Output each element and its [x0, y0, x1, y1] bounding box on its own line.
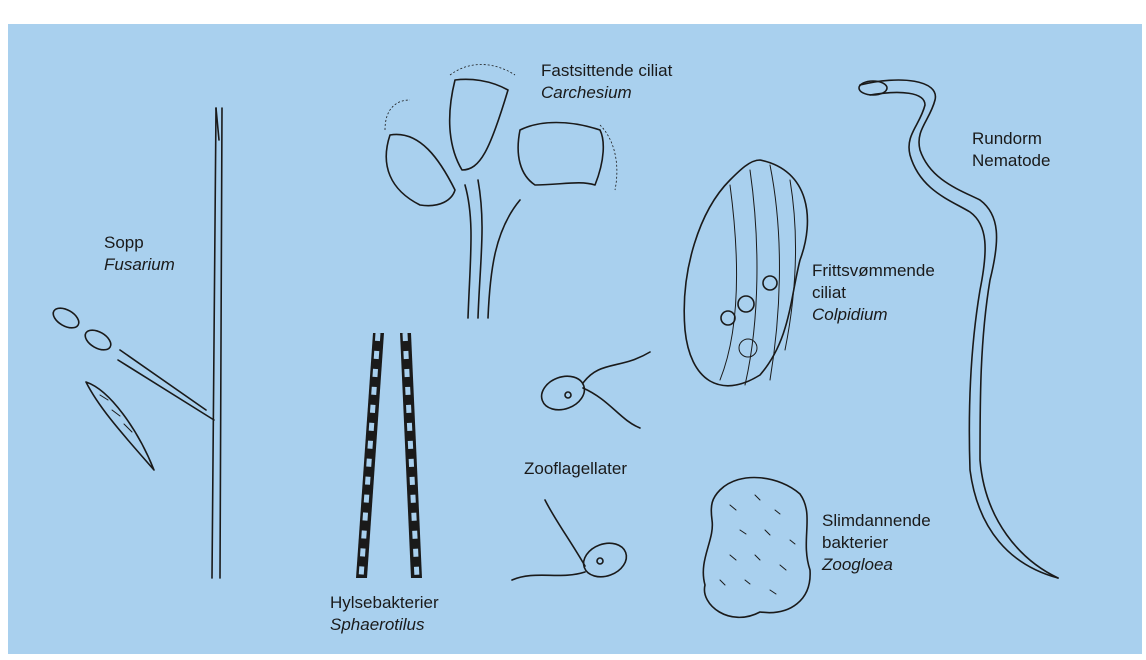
colpidium-scientific-name: Colpidium	[812, 304, 935, 326]
zooflagellate-label: Zooflagellater	[524, 458, 627, 480]
sphaerotilus-common-name: Hylsebakterier	[330, 592, 439, 614]
colpidium-common-name-1: Frittsvømmende	[812, 260, 935, 282]
colpidium-common-name-2: ciliat	[812, 282, 935, 304]
fusarium-common-name: Sopp	[104, 232, 175, 254]
sphaerotilus-label: Hylsebakterier Sphaerotilus	[330, 592, 439, 636]
fusarium-scientific-name: Fusarium	[104, 254, 175, 276]
nematode-common-name-2: Nematode	[972, 150, 1050, 172]
colpidium-label: Frittsvømmende ciliat Colpidium	[812, 260, 935, 326]
nematode-label: Rundorm Nematode	[972, 128, 1050, 172]
zoogloea-drawing	[703, 478, 810, 618]
zoogloea-common-name-1: Slimdannende	[822, 510, 931, 532]
sphaerotilus-drawing	[356, 333, 422, 578]
zooflagellate-common-name: Zooflagellater	[524, 458, 627, 480]
colpidium-drawing	[684, 160, 807, 386]
fusarium-drawing	[50, 108, 222, 578]
nematode-common-name-1: Rundorm	[972, 128, 1050, 150]
sphaerotilus-scientific-name: Sphaerotilus	[330, 614, 439, 636]
zoogloea-common-name-2: bakterier	[822, 532, 931, 554]
zoogloea-label: Slimdannende bakterier Zoogloea	[822, 510, 931, 576]
carchesium-scientific-name: Carchesium	[541, 82, 672, 104]
carchesium-common-name: Fastsittende ciliat	[541, 60, 672, 82]
carchesium-label: Fastsittende ciliat Carchesium	[541, 60, 672, 104]
fusarium-label: Sopp Fusarium	[104, 232, 175, 276]
zoogloea-scientific-name: Zoogloea	[822, 554, 931, 576]
